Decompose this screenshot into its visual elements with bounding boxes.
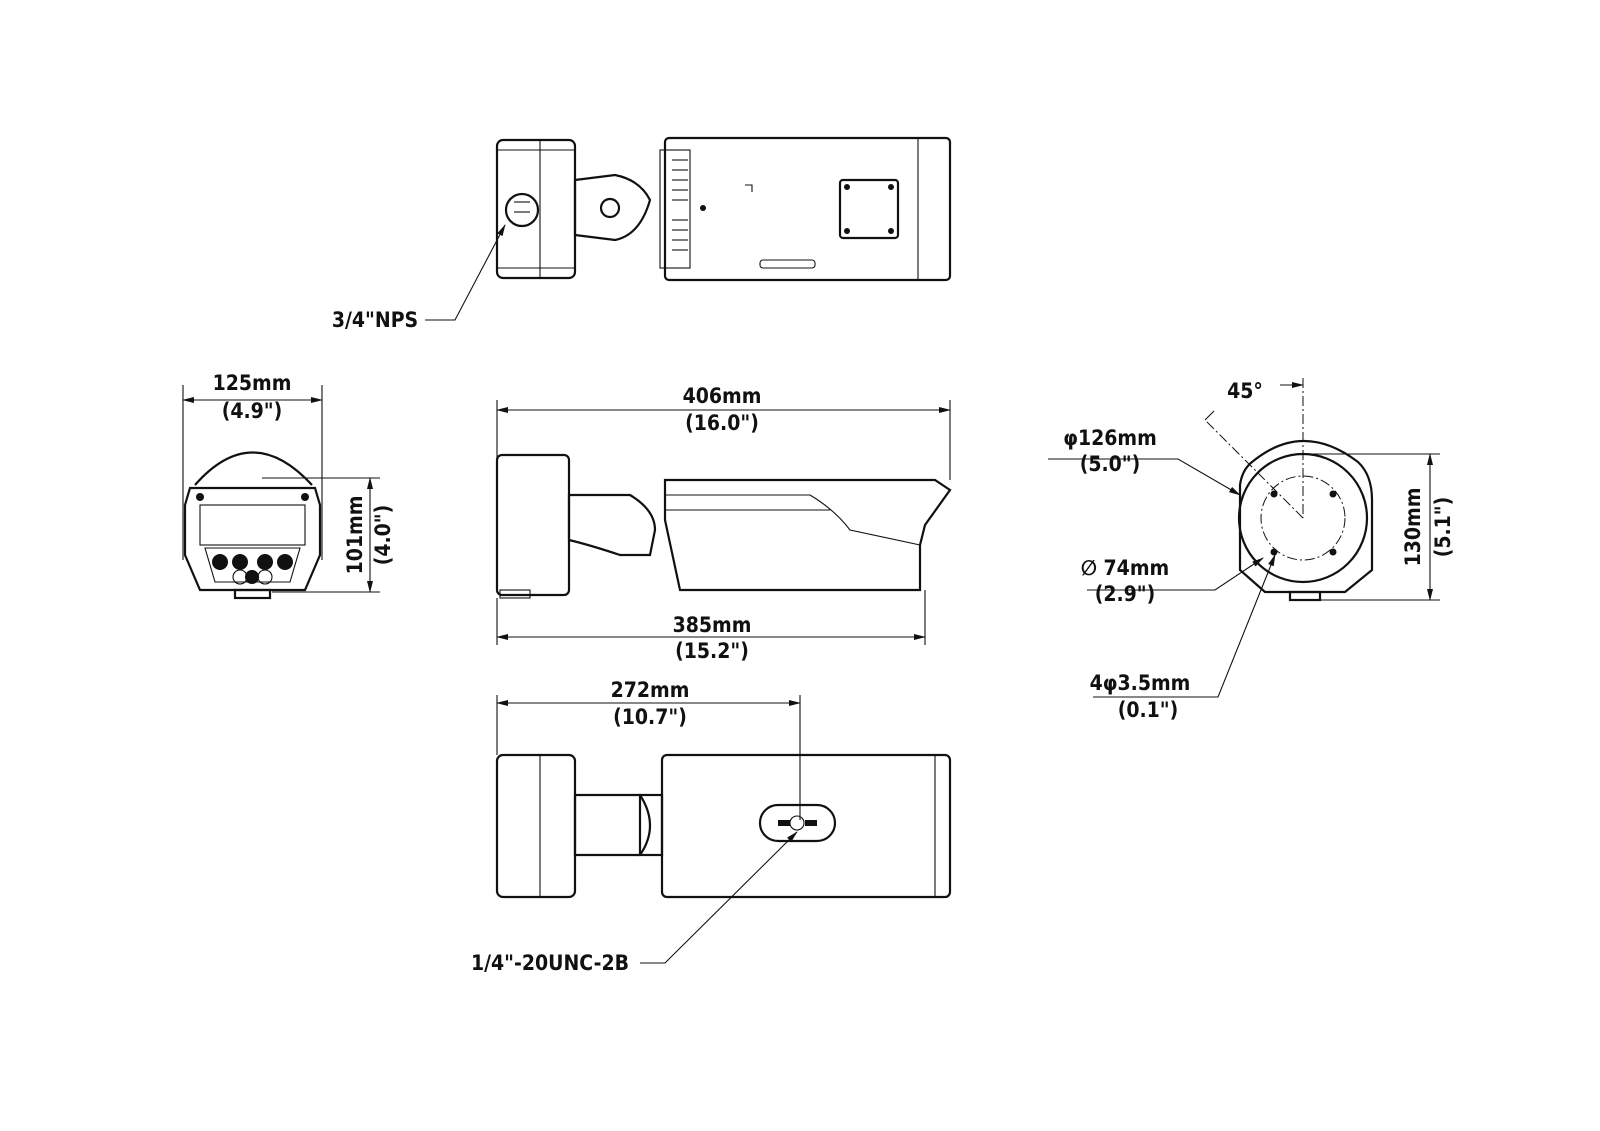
- wall-mount-box-bottom: [495, 753, 577, 899]
- bolt-circle-mm: ∅ 74mm: [1081, 556, 1169, 580]
- outer-diameter-in: (5.0"): [1080, 452, 1141, 476]
- top-view: 3/4"NPS: [332, 136, 952, 332]
- wall-mount-box: [495, 138, 577, 280]
- overall-length-mm: 406mm: [683, 384, 762, 408]
- housing-length-in: (15.2"): [675, 639, 749, 663]
- npsleader-line: [425, 224, 506, 321]
- side-view: 406mm (16.0") 385mm (15.2"): [495, 384, 952, 663]
- outer-diameter-mm: φ126mm: [1063, 426, 1157, 450]
- camera-housing-top: [663, 136, 952, 282]
- front-width-mm: 125mm: [213, 371, 292, 395]
- tripod-leader-line: [640, 831, 798, 964]
- overall-length-in: (16.0"): [685, 411, 759, 435]
- angle-label: 45°: [1227, 379, 1263, 403]
- mount-arm-side: [567, 493, 657, 557]
- front-width-in: (4.9"): [222, 399, 283, 423]
- front-housing: [183, 486, 322, 592]
- mount-distance-in: (10.7"): [613, 705, 687, 729]
- camera-housing-bottom: [660, 753, 952, 899]
- conduit-port: [504, 192, 540, 228]
- base-height-mm: 130mm: [1401, 488, 1425, 567]
- housing-length-mm: 385mm: [673, 613, 752, 637]
- front-height-mm: 101mm: [343, 496, 367, 575]
- holes-in: (0.1"): [1118, 698, 1179, 722]
- bolt-circle: [1260, 475, 1346, 561]
- mount-distance-mm: 272mm: [611, 678, 690, 702]
- tripod-mount: [758, 803, 837, 843]
- mount-plate: [838, 178, 900, 240]
- sunshield-dome: [194, 451, 313, 486]
- front-height-in: (4.0"): [371, 505, 395, 566]
- front-view: 125mm (4.9") 101mm (4.0"): [182, 371, 395, 600]
- base-height-in: (5.1"): [1431, 497, 1455, 558]
- mount-arm: [573, 173, 652, 242]
- bottom-view: 272mm (10.7") 1/4"-20UNC-2B: [471, 678, 952, 975]
- holes-mm: 4φ3.5mm: [1090, 671, 1191, 695]
- bolt-circle-in: (2.9"): [1095, 582, 1156, 606]
- base-view: 45° φ126mm (5.0") ∅ 74mm (2.9") 4φ3.5mm …: [1048, 378, 1455, 722]
- camera-housing-side: [663, 478, 952, 592]
- wall-mount-box-side: [495, 453, 571, 597]
- thread-label: 3/4"NPS: [332, 308, 418, 332]
- tripod-thread-label: 1/4"-20UNC-2B: [471, 951, 629, 975]
- base-outline: [1238, 439, 1374, 594]
- mount-arm-bottom: [573, 793, 651, 857]
